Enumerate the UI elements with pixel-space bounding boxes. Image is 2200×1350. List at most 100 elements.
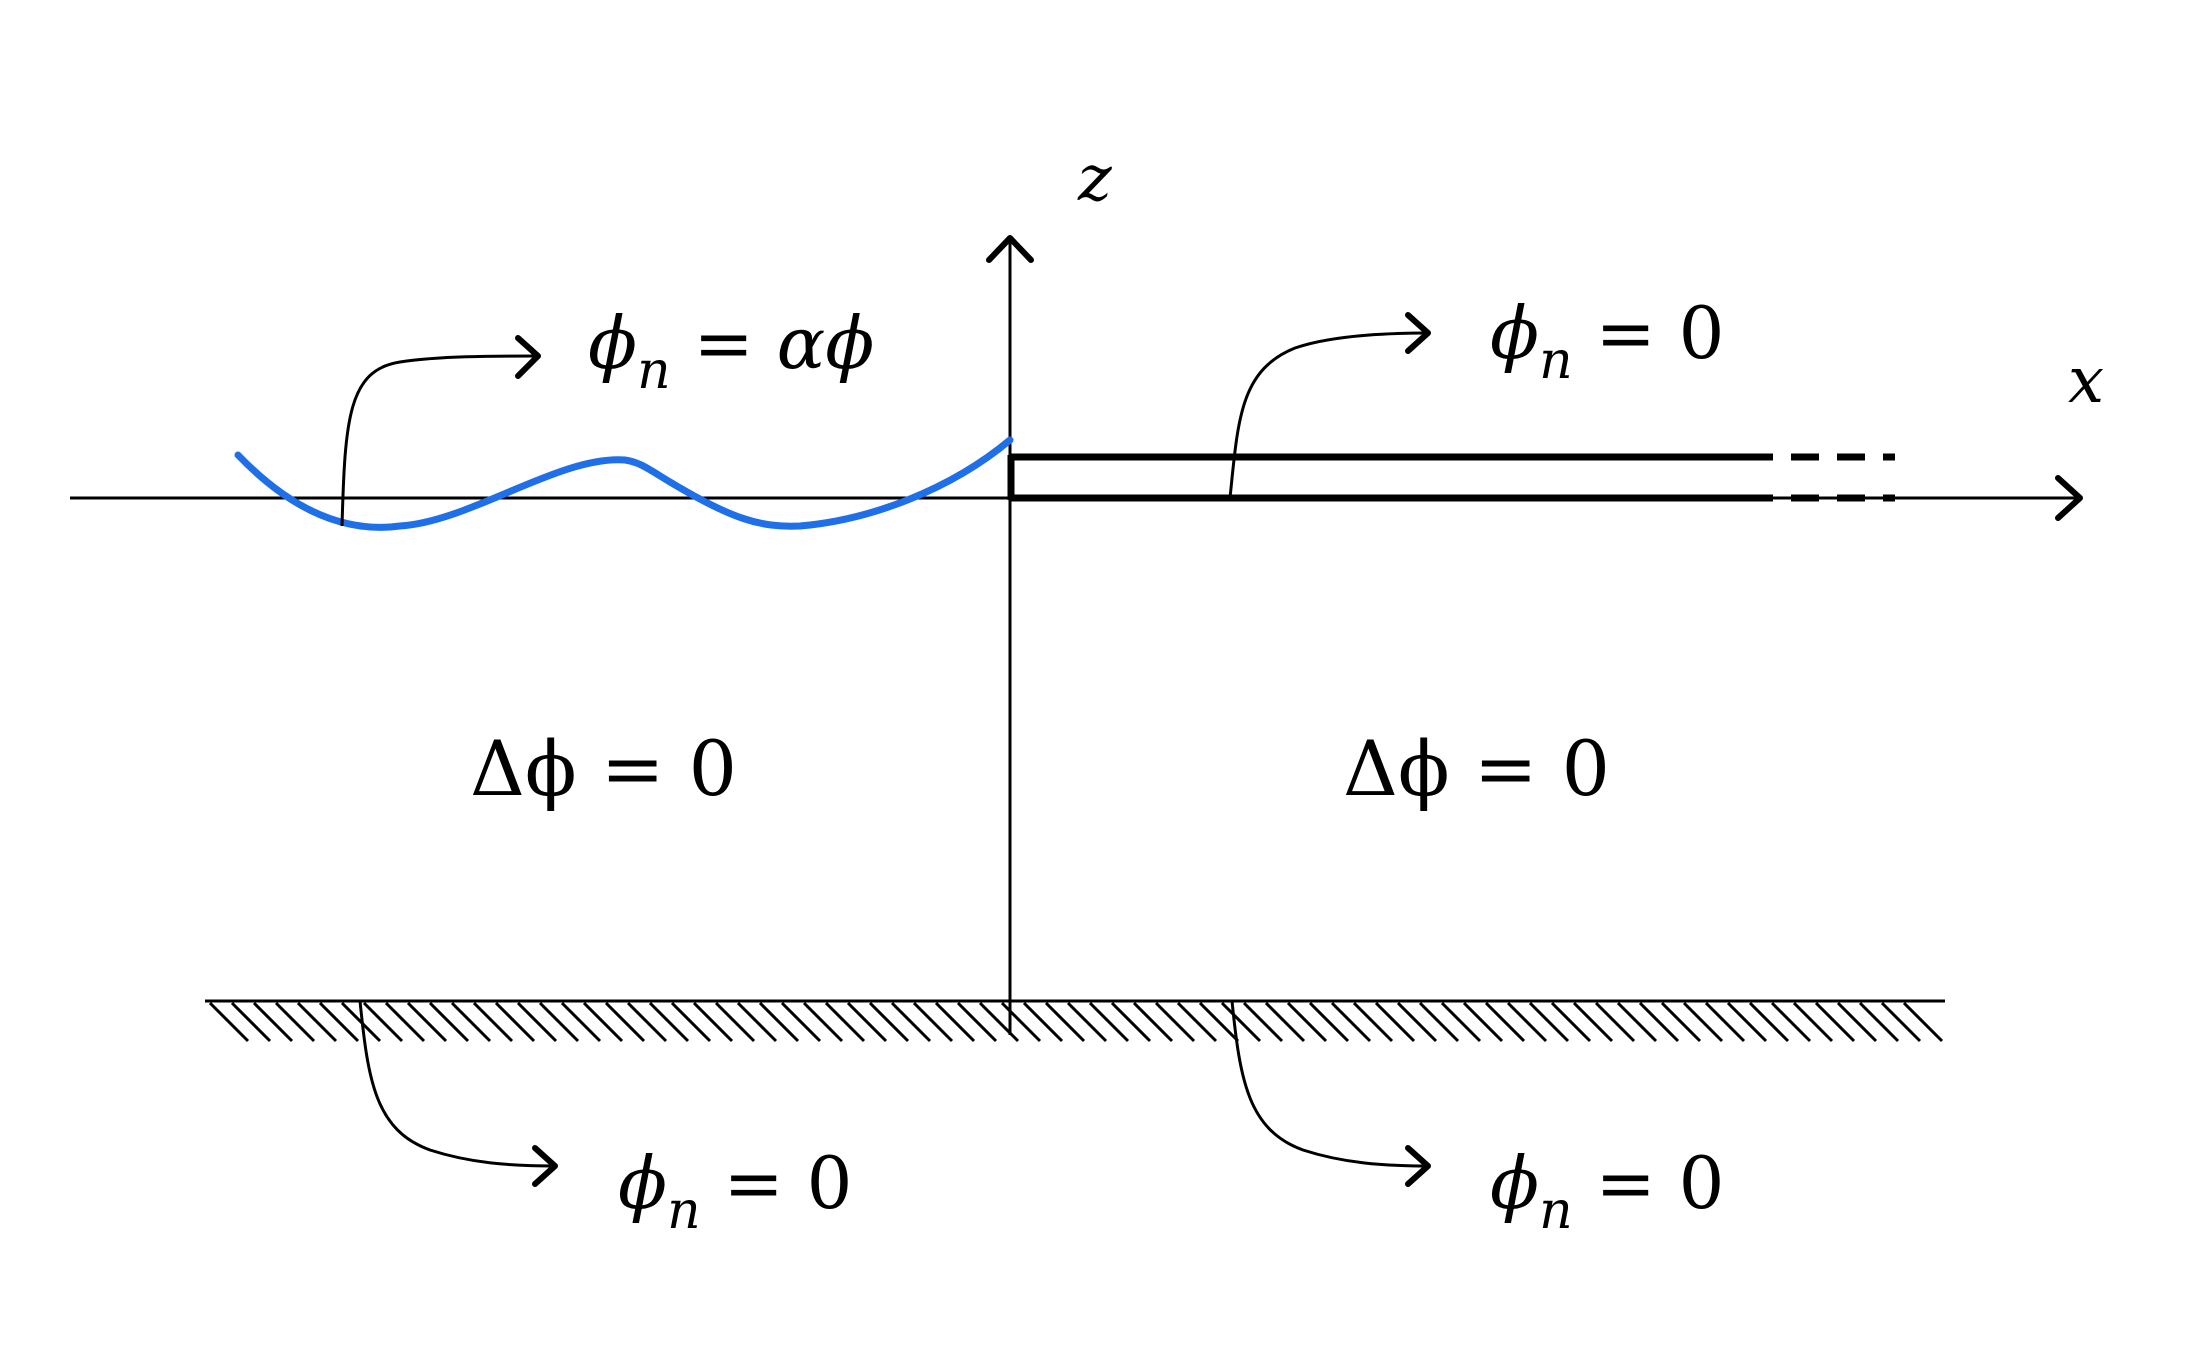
hatch-line [560, 1001, 602, 1043]
hatch-line [1748, 1001, 1790, 1043]
bottom-left-condition-label: ϕn = 0 [618, 1141, 853, 1241]
laplace-left-label: Δϕ = 0 [470, 724, 737, 813]
hatch-line [1176, 1001, 1218, 1043]
hatch-line [296, 1001, 338, 1043]
free-surface-wave [234, 436, 1014, 531]
hatch-line [978, 1001, 1020, 1043]
free-surface-condition-label: ϕn = αϕ [588, 301, 874, 401]
hatch-line [1462, 1001, 1504, 1043]
pointer-bottom-right [1230, 1000, 1431, 1187]
pointer-free-surface [340, 335, 541, 527]
sea-bottom [205, 999, 1945, 1043]
hatch-line [274, 1001, 316, 1043]
hatch-line [1484, 1001, 1526, 1043]
hatch-line [736, 1001, 778, 1043]
hatch-line [1066, 1001, 1108, 1043]
hatch-line [670, 1001, 712, 1043]
hatch-line [1308, 1001, 1350, 1043]
hatch-line [1220, 1001, 1262, 1043]
hatch-line [890, 1001, 932, 1043]
hatch-line [494, 1001, 536, 1043]
hatch-line [1286, 1001, 1328, 1043]
hatch-line [428, 1001, 470, 1043]
hatch-line [692, 1001, 734, 1043]
hatch-line [1770, 1001, 1812, 1043]
hatch-line [384, 1001, 426, 1043]
pointer-bottom-right-arrow-icon [1405, 1145, 1431, 1187]
hatch-line [1594, 1001, 1636, 1043]
hatch-line [1616, 1001, 1658, 1043]
hatch-line [1022, 1001, 1064, 1043]
z-axis-arrow-icon [986, 235, 1034, 263]
hatch-line [1088, 1001, 1130, 1043]
hatch-line [802, 1001, 844, 1043]
hatch-line [846, 1001, 888, 1043]
hatch-line [956, 1001, 998, 1043]
hatch-line [1110, 1001, 1152, 1043]
hatch-line [648, 1001, 690, 1043]
hatch-line [1902, 1001, 1944, 1043]
x-axis-label: x [2068, 344, 2104, 418]
hatch-line [1000, 1001, 1042, 1043]
hatch-line [582, 1001, 624, 1043]
hatch-line [516, 1001, 558, 1043]
hatch-line [362, 1001, 404, 1043]
hatch-line [252, 1001, 294, 1043]
hatch-line [1352, 1001, 1394, 1043]
hatch-line [1396, 1001, 1438, 1043]
hatch-line [912, 1001, 954, 1043]
pointer-plate-arrow-icon [1405, 312, 1431, 354]
laplace-right-label: Δϕ = 0 [1343, 724, 1610, 813]
z-axis-label: z [1077, 142, 1113, 216]
hatch-line [450, 1001, 492, 1043]
hatch-line [1044, 1001, 1086, 1043]
hatch-line [758, 1001, 800, 1043]
hatch-line [714, 1001, 756, 1043]
hatch-line [604, 1001, 646, 1043]
hatch-line [1880, 1001, 1922, 1043]
hatch-line [1814, 1001, 1856, 1043]
hatch-line [1242, 1001, 1284, 1043]
hatch-line [1330, 1001, 1372, 1043]
hatch-line [824, 1001, 866, 1043]
hatch-line [1198, 1001, 1240, 1043]
plate-condition-label: ϕn = 0 [1490, 291, 1725, 391]
hatch-line [230, 1001, 272, 1043]
hatch-line [1836, 1001, 1878, 1043]
hatch-line [1440, 1001, 1482, 1043]
hatch-line [1726, 1001, 1768, 1043]
hatch-line [868, 1001, 910, 1043]
hatch-line [626, 1001, 668, 1043]
pointer-bottom-left [358, 1000, 558, 1187]
plate [1007, 453, 1895, 502]
hatch-line [1682, 1001, 1724, 1043]
hatch-line [1660, 1001, 1702, 1043]
bottom-hatching [208, 1001, 1944, 1043]
pointer-bottom-left-arrow-icon [532, 1145, 558, 1187]
hatch-line [1264, 1001, 1306, 1043]
hatch-line [1374, 1001, 1416, 1043]
hatch-line [1418, 1001, 1460, 1043]
hatch-line [406, 1001, 448, 1043]
pointer-free-surface-arrow-icon [515, 335, 541, 379]
hatch-line [538, 1001, 580, 1043]
hatch-line [1792, 1001, 1834, 1043]
hatch-line [934, 1001, 976, 1043]
hatch-line [1550, 1001, 1592, 1043]
hatch-line [780, 1001, 822, 1043]
hatch-line [1506, 1001, 1548, 1043]
hatch-line [1704, 1001, 1746, 1043]
hatch-line [1638, 1001, 1680, 1043]
pointer-plate [1228, 312, 1431, 499]
hatch-line [1154, 1001, 1196, 1043]
hatch-line [1528, 1001, 1570, 1043]
hatch-line [318, 1001, 360, 1043]
hatch-line [472, 1001, 514, 1043]
bottom-right-condition-label: ϕn = 0 [1490, 1141, 1725, 1241]
hatch-line [1858, 1001, 1900, 1043]
hatch-line [1572, 1001, 1614, 1043]
z-axis: z [986, 142, 1113, 1035]
x-axis-arrow-icon [2055, 475, 2083, 521]
hatch-line [1132, 1001, 1174, 1043]
